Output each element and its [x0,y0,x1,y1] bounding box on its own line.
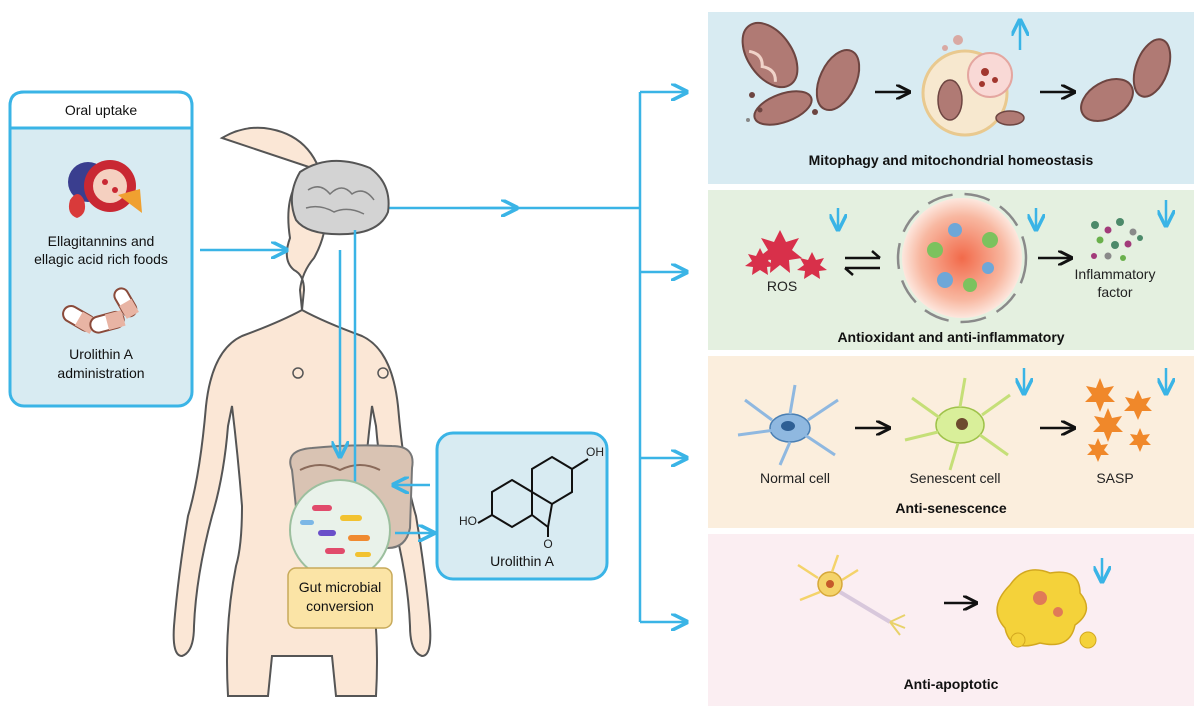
gut-label-box [287,567,393,629]
panel-mitophagy [708,12,1194,184]
inflammatory-factor-icon [1091,218,1143,261]
autophagosome-icon [921,35,1025,137]
equilibrium-arrows-icon [844,250,881,276]
foods-label-line1: Ellagitannins and [47,233,155,249]
neuron-icon [797,554,906,636]
antioxidant-title: Antioxidant and anti-inflammatory [837,329,1065,345]
healthy-mitochondrion-icon [1080,38,1172,122]
apoptosis-title: Anti-apoptotic [903,676,999,692]
gut-label-line1: Gut microbial [298,579,382,595]
mitophagy-title: Mitophagy and mitochondrial homeostasis [808,152,1094,168]
capsule-pill-icon [62,287,139,334]
panel-apoptosis [708,534,1194,706]
urolithin-name: Urolithin A [490,553,554,569]
urolithin-carbonyl-label: O [543,537,553,551]
senescent-cell-icon [904,377,1011,471]
panel-antioxidant [708,190,1194,350]
mitochondrion-icon [741,21,861,126]
inflammatory-factor-label-line2: factor [1097,284,1133,300]
pomegranate-icon [68,160,142,218]
foods-label-line2: ellagic acid rich foods [34,251,168,267]
urolithin-ho-label: HO [459,514,477,528]
oral-uptake-header: Oral uptake [64,102,138,118]
inflammatory-factor-label-line1: Inflammatory [1074,266,1156,282]
body-flow-arrows [200,230,432,533]
urolithin-oh-label: OH [586,445,604,459]
admin-label-line1: Urolithin A [69,346,133,362]
urolithin-structure [477,455,589,537]
sasp-label: SASP [1096,470,1134,486]
urolithin-a-box [435,431,609,581]
senescence-title: Anti-senescence [895,500,1007,516]
apoptotic-cell-icon [996,569,1097,649]
oral-uptake-box [8,90,194,408]
ros-label: ROS [766,278,798,294]
admin-label-line2: administration [57,365,145,381]
normal-cell-label: Normal cell [759,470,830,486]
branch-arrows [350,92,685,622]
gut-label-line2: conversion [306,598,374,614]
senescent-cell-label: Senescent cell [909,470,1001,486]
panel-senescence [708,356,1194,528]
inflamed-tissue-icon [896,192,1028,324]
gut-microbiota-zoom [289,479,391,581]
normal-cell-icon [737,384,839,466]
ros-icon [745,230,827,279]
sasp-icon [1085,378,1152,462]
